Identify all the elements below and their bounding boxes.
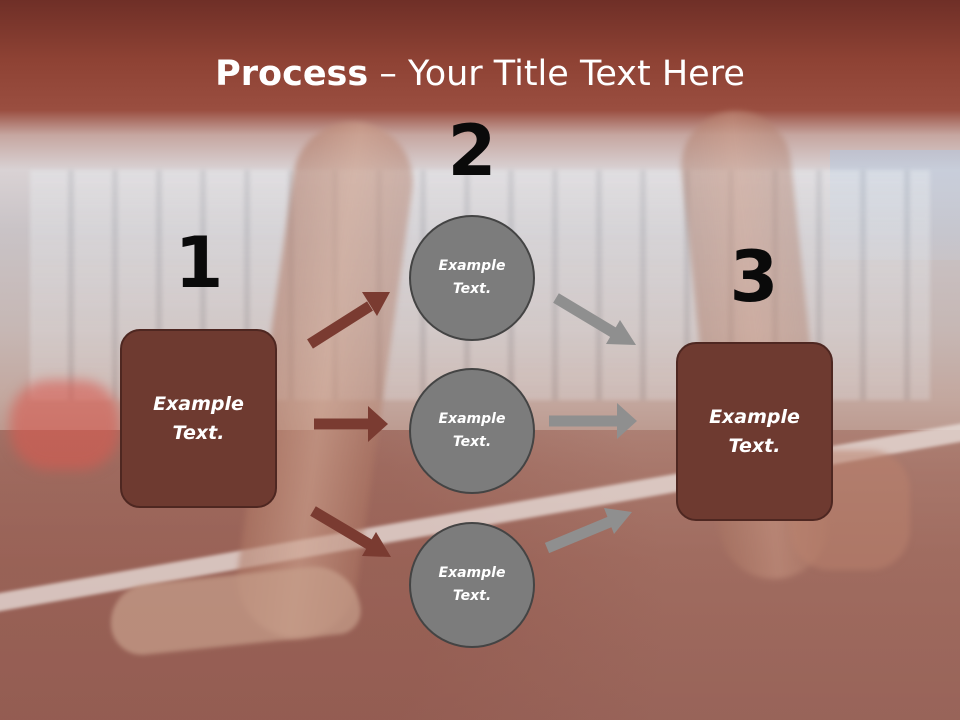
arrow-box1-to-circle3 bbox=[310, 506, 391, 557]
step-2-circle-top[interactable]: Example Text. bbox=[409, 215, 535, 341]
step-number-2: 2 bbox=[447, 110, 497, 192]
step-2-circle-bottom[interactable]: Example Text. bbox=[409, 522, 535, 648]
step-3-label: Example Text. bbox=[709, 405, 800, 457]
slide-title[interactable]: Process – Your Title Text Here bbox=[0, 52, 960, 96]
step-1-box[interactable]: Example Text. bbox=[120, 329, 277, 508]
step-1-label: Example Text. bbox=[153, 392, 244, 444]
step-2-circle-middle[interactable]: Example Text. bbox=[409, 368, 535, 494]
circle-top-label: Example Text. bbox=[438, 258, 506, 297]
background-sky bbox=[830, 150, 960, 260]
arrow-circle3-to-box3 bbox=[544, 508, 632, 554]
arrow-box1-to-circle2 bbox=[314, 406, 388, 442]
circle-bottom-label: Example Text. bbox=[438, 565, 506, 604]
step-3-box[interactable]: Example Text. bbox=[676, 342, 833, 521]
arrow-box1-to-circle1 bbox=[307, 292, 390, 349]
slide-title-bold: Process bbox=[215, 54, 369, 94]
arrow-circle2-to-box3 bbox=[549, 403, 637, 439]
arrow-circle1-to-box3 bbox=[553, 293, 636, 345]
step-number-3: 3 bbox=[729, 236, 779, 318]
circle-middle-label: Example Text. bbox=[438, 411, 506, 450]
slide-title-rest: – Your Title Text Here bbox=[368, 54, 745, 94]
background-shoe bbox=[10, 380, 120, 470]
step-number-1: 1 bbox=[174, 222, 224, 304]
